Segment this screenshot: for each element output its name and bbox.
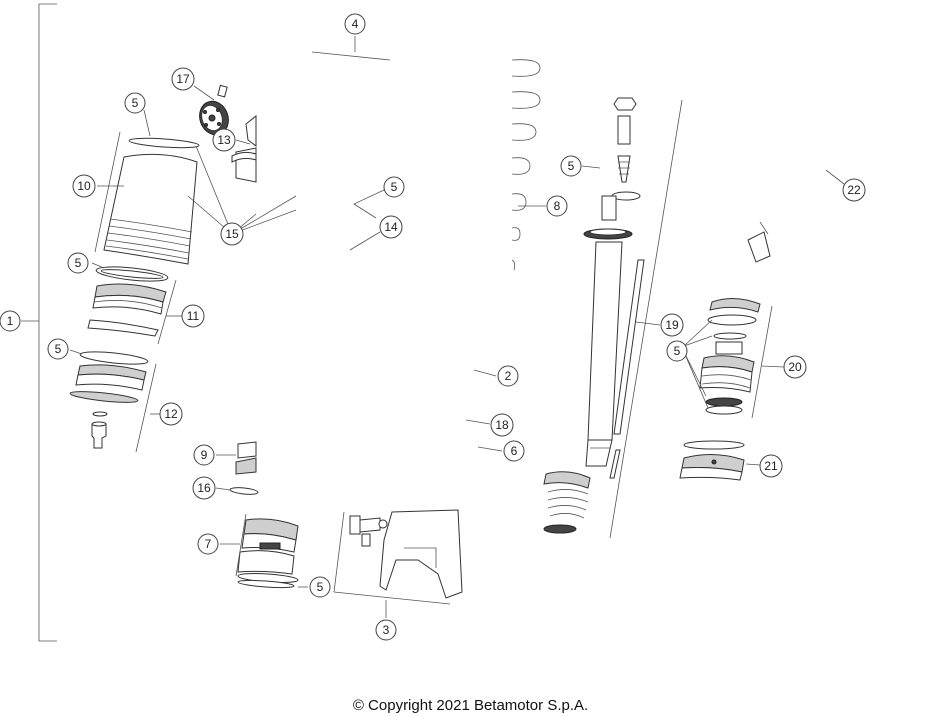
part-20-valve-stack [699, 298, 761, 415]
callout-label: 4 [352, 17, 359, 31]
part-5-oring-mid [95, 266, 169, 282]
callout-2: 2 [497, 365, 519, 387]
callout-7: 7 [197, 533, 219, 555]
callout-1: 1 [0, 310, 21, 332]
callout-label: 10 [77, 179, 91, 193]
callout-15: 15 [220, 222, 244, 246]
part-21-base-nut [679, 440, 745, 481]
callout-11: 11 [181, 304, 205, 328]
callout-label: 18 [495, 418, 509, 432]
callout-label: 13 [217, 133, 231, 147]
callout-label: 5 [674, 344, 681, 358]
callout-17: 17 [171, 67, 195, 91]
callout-3: 3 [375, 619, 397, 641]
part-5-oring-lower [79, 351, 149, 365]
callout-14: 14 [379, 215, 403, 239]
lower-spring-stack [543, 471, 591, 534]
callout-5-top: 5 [124, 92, 146, 114]
part-12-lower-seal [69, 364, 147, 449]
part-17-pin [217, 84, 228, 98]
part-19-damper-rod [583, 97, 641, 467]
callout-label: 5 [55, 342, 62, 356]
part-7-piston [237, 518, 299, 575]
part-13-cap [199, 100, 229, 136]
callout-label: 2 [505, 369, 512, 383]
part-16-clip [229, 487, 259, 495]
callout-13: 13 [212, 128, 236, 152]
callout-label: 14 [384, 220, 398, 234]
callout-label: 20 [788, 360, 802, 374]
callout-label: 5 [317, 580, 324, 594]
callout-9: 9 [193, 444, 215, 466]
part-22-fitting [747, 221, 771, 263]
callout-18: 18 [490, 413, 514, 437]
callout-label: 8 [554, 199, 561, 213]
callout-label: 17 [176, 72, 190, 86]
callout-label: 11 [187, 309, 200, 323]
callout-label: 5 [391, 180, 398, 194]
assembly-bracket-1 [21, 3, 57, 642]
callout-4: 4 [344, 13, 366, 35]
callout-label: 21 [764, 459, 778, 473]
callout-12: 12 [159, 402, 183, 426]
part-9-nuts [235, 441, 257, 475]
part-5-rings-piston [237, 572, 299, 589]
callout-21: 21 [759, 454, 783, 478]
part-5-oring-top [128, 137, 200, 149]
part-8-spring [511, 59, 541, 271]
top-cap-partial [231, 114, 257, 183]
callout-5-lower: 5 [47, 338, 69, 360]
callout-label: 5 [132, 96, 139, 110]
callout-5-right: 5 [383, 176, 405, 198]
callout-5-mid: 5 [67, 252, 89, 274]
callout-label: 1 [7, 314, 14, 328]
callout-16: 16 [192, 476, 216, 500]
callout-5-rod: 5 [560, 155, 582, 177]
callout-label: 6 [511, 444, 518, 458]
callout-label: 9 [201, 448, 208, 462]
part-3-fork-foot [349, 509, 463, 599]
part-19-thin-rod [609, 259, 645, 479]
callout-label: 16 [197, 481, 211, 495]
callout-8: 8 [546, 195, 568, 217]
callout-19: 19 [660, 313, 684, 337]
part-11-seal-stack [87, 283, 167, 337]
callout-10: 10 [72, 174, 96, 198]
callout-label: 15 [225, 227, 239, 241]
callout-label: 22 [847, 183, 861, 197]
callout-6: 6 [503, 440, 525, 462]
part-10-fork-tube [103, 153, 198, 265]
callout-20: 20 [783, 355, 807, 379]
callout-label: 7 [205, 537, 212, 551]
callout-label: 3 [383, 623, 390, 637]
callout-5-valve: 5 [666, 340, 688, 362]
callout-label: 19 [665, 318, 679, 332]
callout-label: 5 [568, 159, 575, 173]
callout-label: 5 [75, 256, 82, 270]
callout-label: 12 [164, 407, 178, 421]
callout-5-piston: 5 [309, 576, 331, 598]
copyright-notice: © Copyright 2021 Betamotor S.p.A. [352, 697, 589, 714]
callout-22: 22 [842, 178, 866, 202]
leader-lines [69, 36, 845, 618]
